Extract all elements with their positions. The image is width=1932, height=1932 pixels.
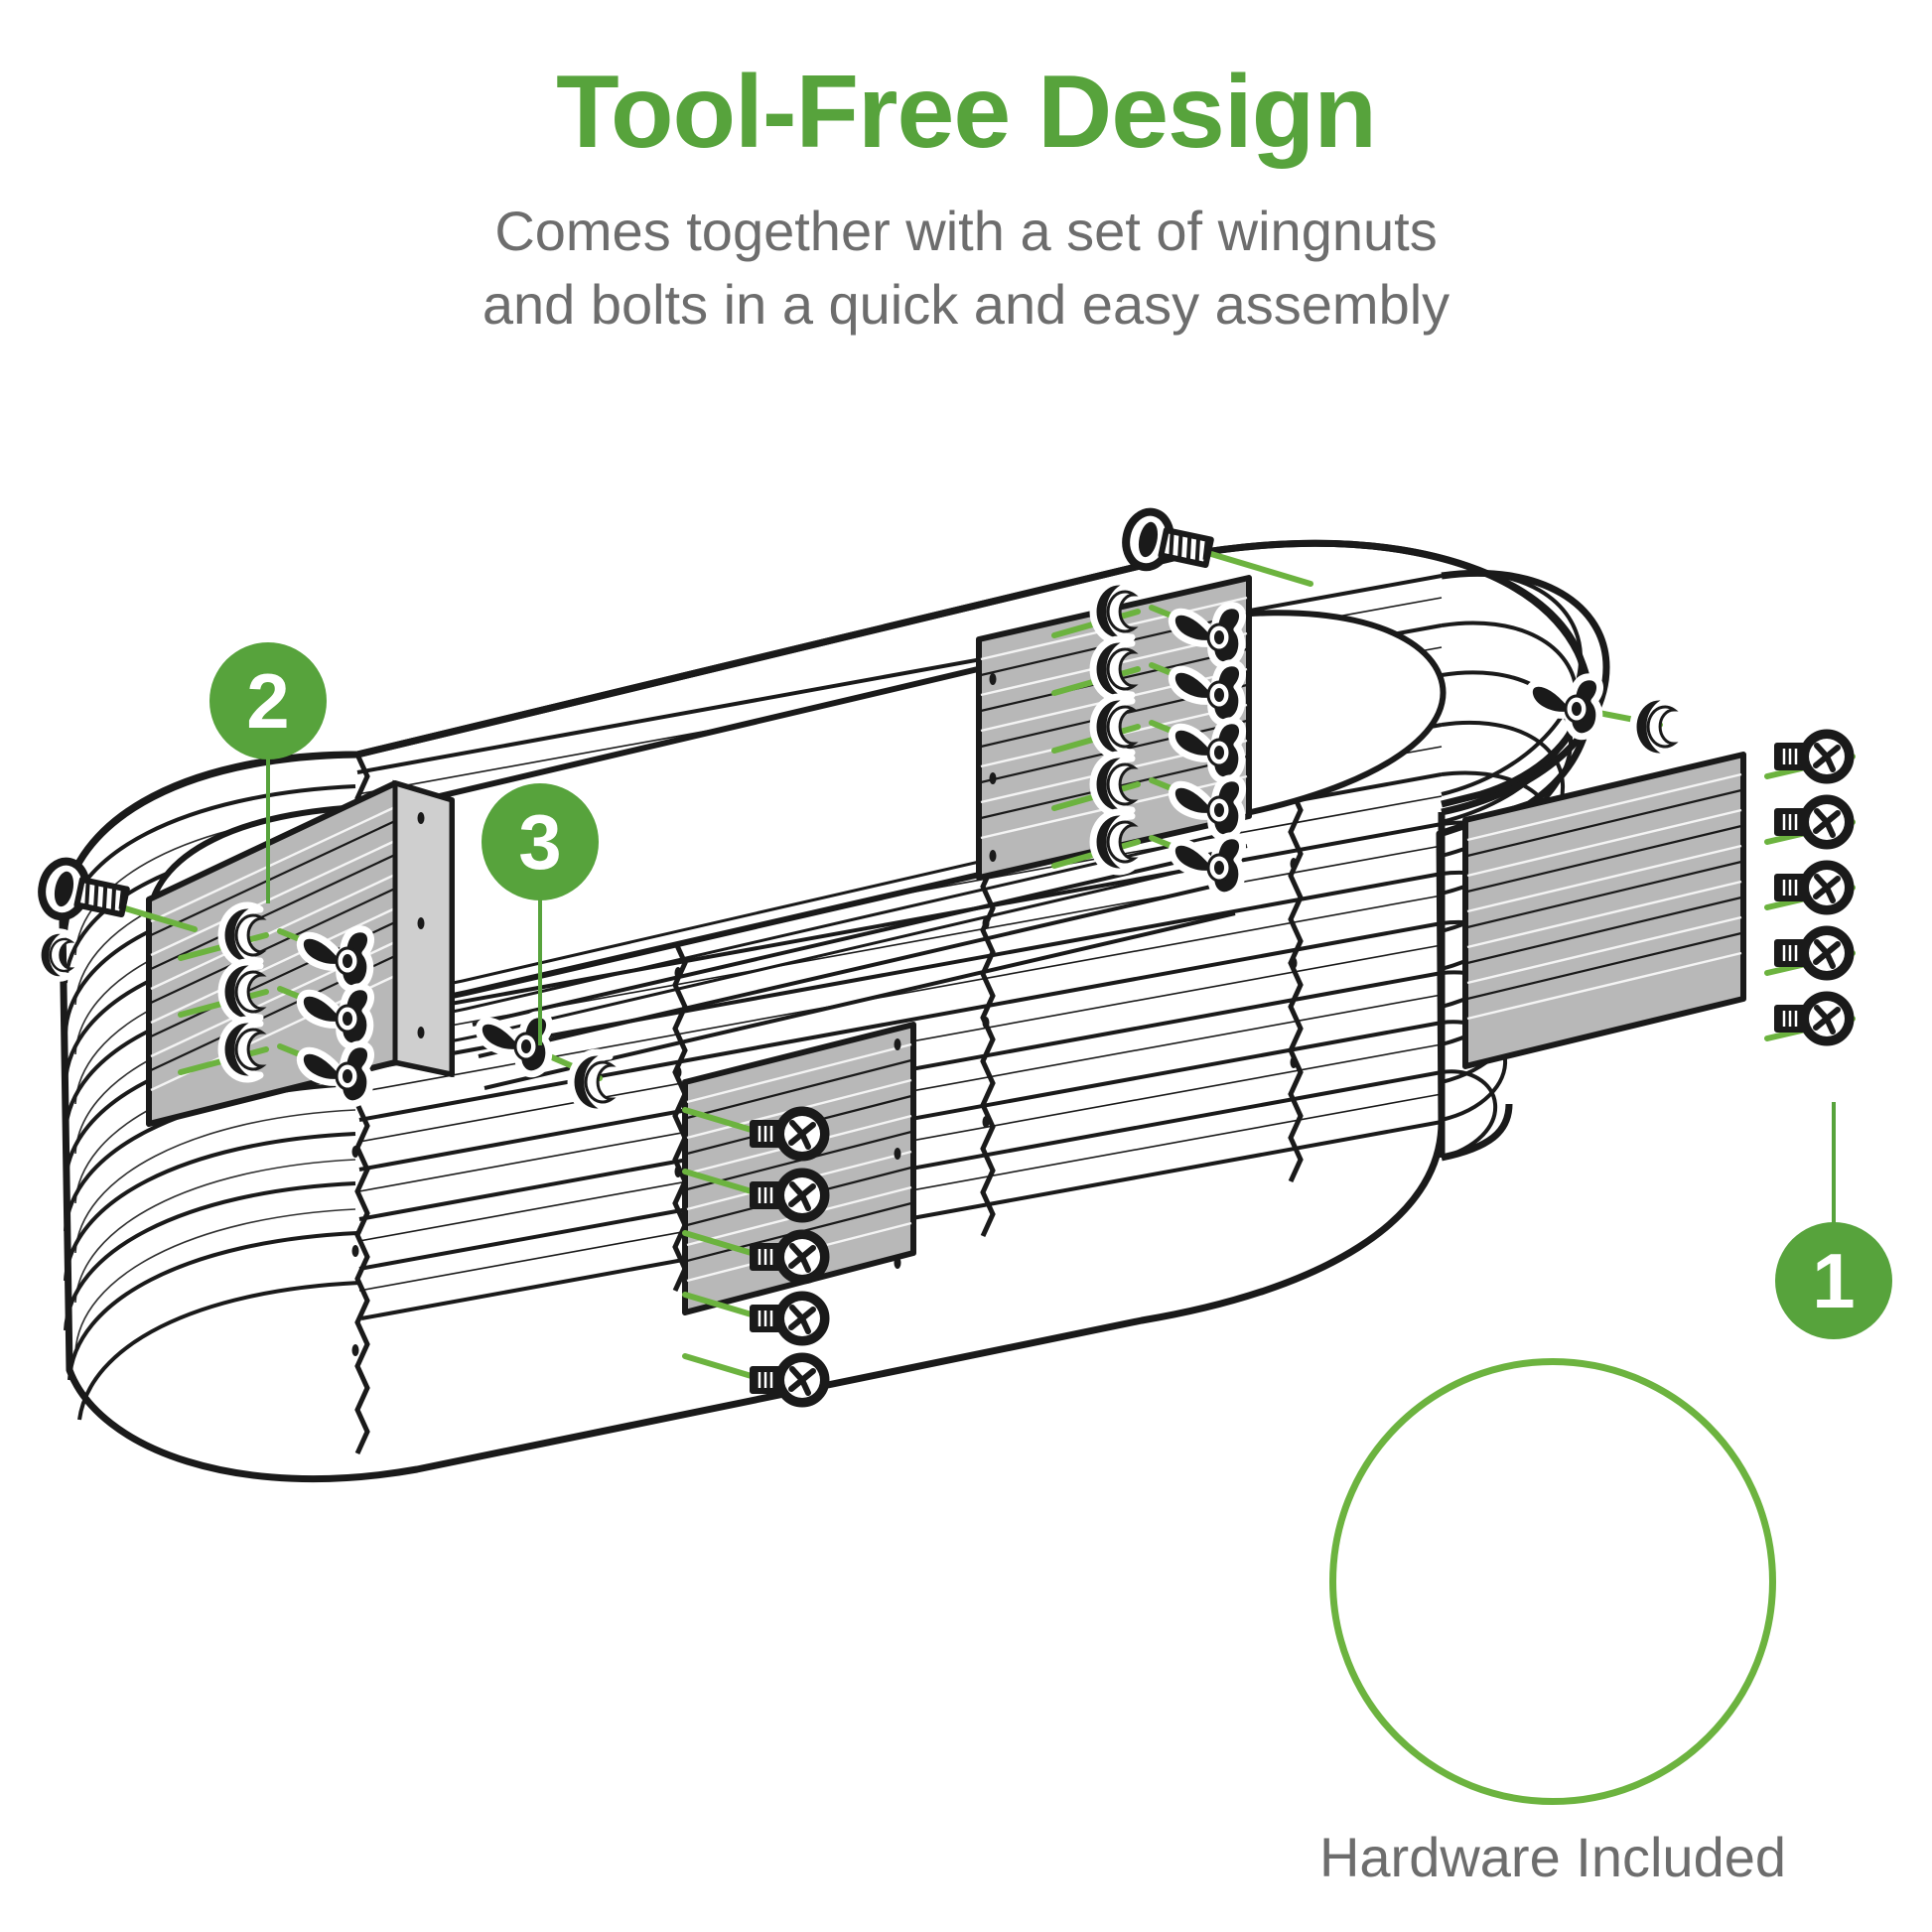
callout-leader-2 [266,755,270,903]
washer-icon-rear-single [1633,697,1674,757]
callout-leader-1 [1832,1102,1836,1226]
callout-badge-1[interactable]: 1 [1775,1222,1892,1339]
hardware-ring [1329,1358,1776,1805]
callout-leader-3 [538,897,542,1045]
bolt-icon-right-group [1777,732,1852,1043]
hardware-caption: Hardware Included [1318,1826,1787,1888]
bed-right-end-outline [1438,569,1610,1162]
wingnut-icon-left-group [300,929,370,1104]
callout-badge-3[interactable]: 3 [482,783,599,900]
callout-badge-2[interactable]: 2 [209,642,327,759]
panel-right-end [1462,752,1746,1069]
